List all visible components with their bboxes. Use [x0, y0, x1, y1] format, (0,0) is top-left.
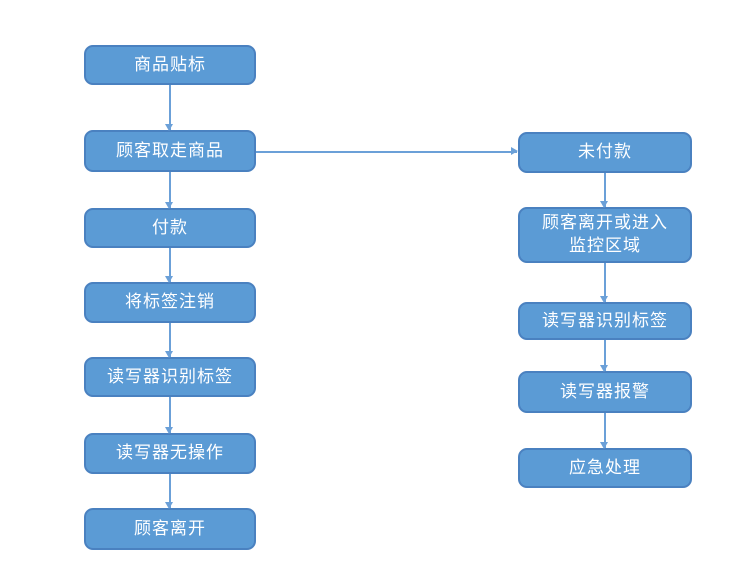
node-customer-leaves-or-enters-monitored-area: 顾客离开或进入 监控区域: [518, 207, 692, 263]
arrow-deactivate-to-identify-icon: [166, 323, 173, 358]
arrow-unpaid-to-monitored-icon: [601, 173, 608, 208]
arrow-payment-to-deactivate-icon: [166, 248, 173, 283]
arrow-noaction-to-leaves-icon: [166, 474, 173, 509]
arrow-identify-to-alarm-icon: [601, 340, 608, 372]
node-product-labeling: 商品贴标: [84, 45, 256, 85]
arrow-monitored-to-identify-icon: [601, 263, 608, 303]
node-customer-takes-item: 顾客取走商品: [84, 130, 256, 172]
arrow-takes-to-payment-icon: [166, 172, 173, 209]
node-unpaid: 未付款: [518, 132, 692, 173]
node-emergency-handling: 应急处理: [518, 448, 692, 488]
node-payment: 付款: [84, 208, 256, 248]
arrow-takes-to-unpaid-icon: [256, 148, 518, 155]
node-reader-identifies-tag-right: 读写器识别标签: [518, 302, 692, 340]
node-tag-deactivation: 将标签注销: [84, 282, 256, 323]
arrow-labeling-to-takes-icon: [166, 85, 173, 131]
arrow-identify-to-noaction-icon: [166, 397, 173, 434]
node-reader-no-action: 读写器无操作: [84, 433, 256, 474]
node-reader-alarm: 读写器报警: [518, 371, 692, 413]
arrow-alarm-to-emergency-icon: [601, 413, 608, 449]
node-reader-identifies-tag: 读写器识别标签: [84, 357, 256, 397]
node-customer-leaves: 顾客离开: [84, 508, 256, 550]
